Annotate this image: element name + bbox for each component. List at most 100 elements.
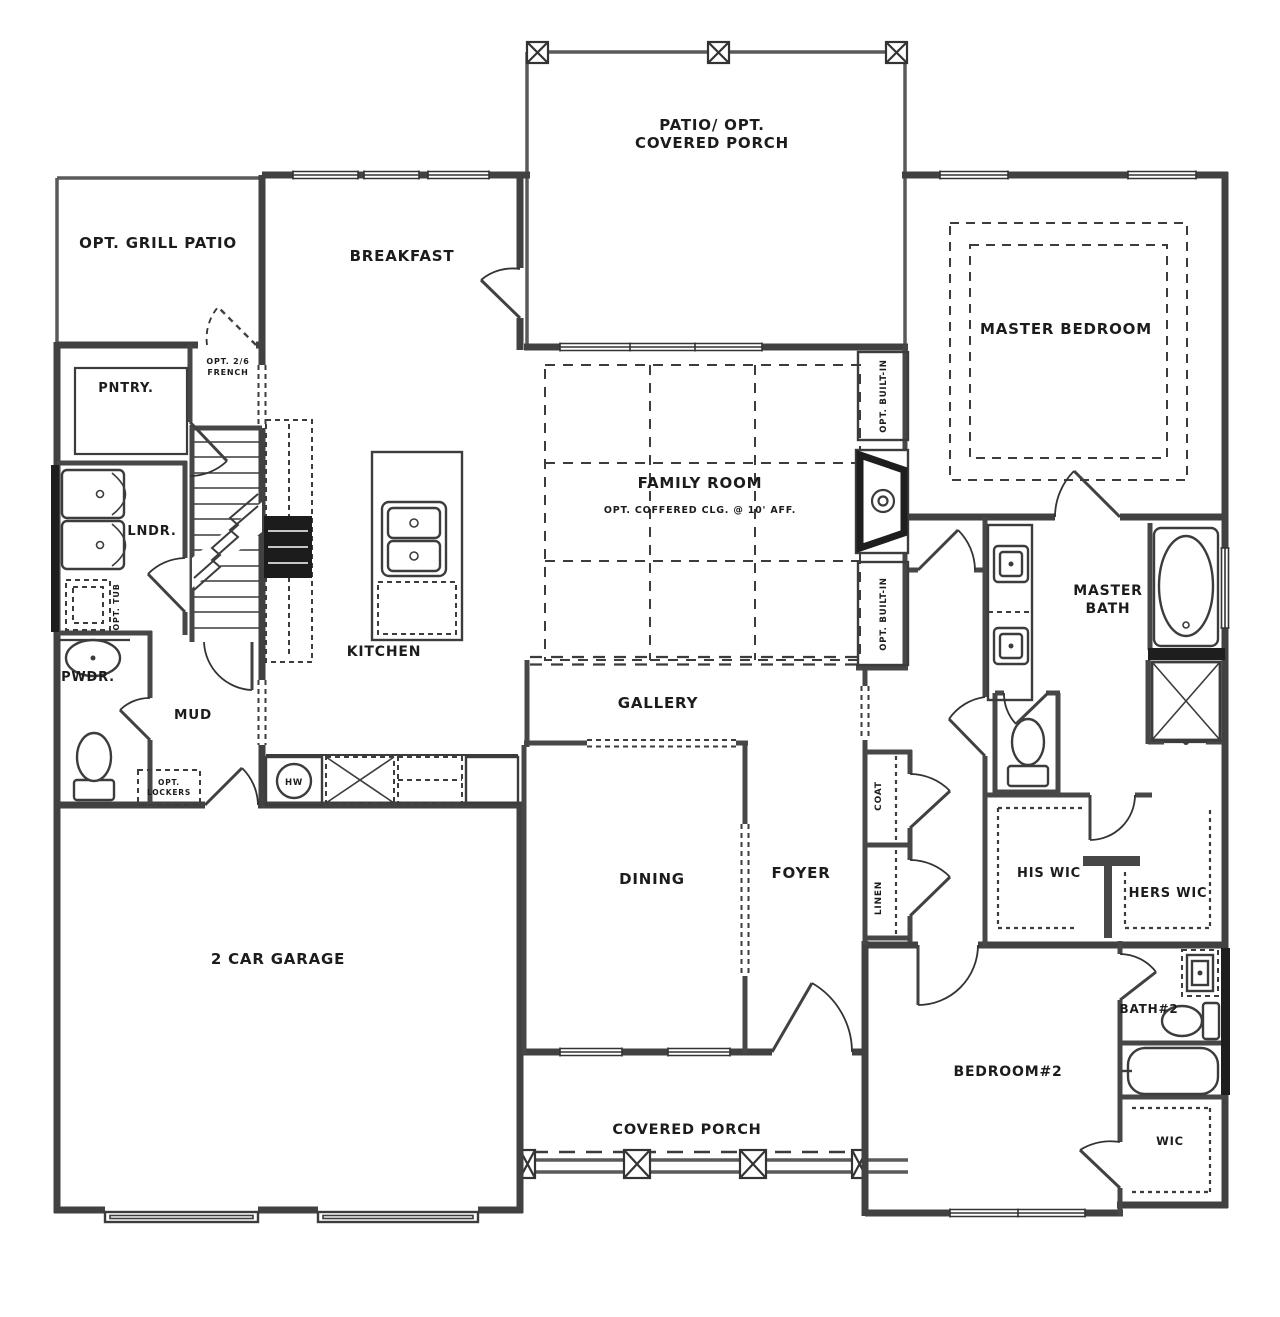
- label-master-bedroom: MASTER BEDROOM: [980, 320, 1152, 338]
- fireplace-wall: [854, 350, 910, 667]
- label-coat: COAT: [874, 781, 884, 811]
- label-bedroom2: BEDROOM#2: [953, 1064, 1062, 1080]
- window: [1220, 547, 1230, 629]
- family-hall-door: [916, 528, 976, 572]
- bath2-hatch-wall: [1221, 948, 1230, 1095]
- pantry-door: [188, 420, 229, 477]
- front-door: [770, 982, 853, 1053]
- optional-appliance-space: [325, 756, 395, 804]
- window: [427, 170, 490, 180]
- labels: PATIO/ OPT. COVERED PORCH OPT. GRILL PAT…: [61, 116, 1207, 1148]
- optional-lockers-box: [137, 769, 201, 806]
- wic-shelves: [1132, 1106, 1212, 1194]
- mud-fixtures: [137, 769, 201, 806]
- label-gallery: GALLERY: [618, 694, 699, 712]
- garage-doors: [103, 1210, 480, 1224]
- label-opt-lockers-line2: LOCKERS: [147, 788, 191, 797]
- stair-door: [203, 641, 254, 691]
- label-patio-line1: PATIO/ OPT.: [659, 116, 765, 134]
- kitchen-island: [370, 450, 464, 642]
- window: [292, 170, 359, 180]
- label-opt-lockers-line1: OPT.: [158, 778, 180, 787]
- master-tub: [1152, 526, 1220, 648]
- his-wic-door: [1088, 794, 1136, 841]
- powder-fixtures: [58, 638, 130, 802]
- water-heater: [275, 762, 313, 800]
- pantry-shelf: [73, 366, 189, 456]
- coffered-ceiling-grid: [544, 364, 861, 661]
- optional-french-door: [205, 306, 257, 346]
- master-toilet: [1006, 717, 1050, 788]
- kitchen-back-counter: [264, 754, 520, 807]
- window: [559, 1047, 623, 1057]
- linen-door: [908, 859, 952, 918]
- ceiling-dashes: [530, 222, 1188, 666]
- breakfast-patio-door: [479, 267, 522, 320]
- kitchen-fixtures: [264, 419, 520, 807]
- window: [1127, 170, 1197, 180]
- label-water-heater: HW: [285, 778, 303, 788]
- his-wic-shelves: [996, 806, 1085, 930]
- label-garage: 2 CAR GARAGE: [211, 950, 345, 968]
- powder-door: [118, 697, 152, 742]
- porch-posts: [518, 40, 909, 1180]
- stairs: [192, 441, 262, 629]
- tray-ceiling: [949, 222, 1188, 481]
- label-opt-french-line1: OPT. 2/6: [206, 357, 249, 366]
- window: [667, 1047, 731, 1057]
- mud-garage-door: [203, 766, 259, 807]
- window: [949, 1208, 1086, 1218]
- label-mud: MUD: [174, 707, 212, 723]
- label-hers-wic: HERS WIC: [1129, 886, 1208, 901]
- hers-wic-shelves: [1123, 810, 1212, 930]
- optional-builtin-bottom-box: [856, 560, 910, 667]
- master-bath-fixtures: [986, 523, 1222, 788]
- garage-door-panel: [103, 1210, 260, 1224]
- wic-partition-bar: [1083, 856, 1140, 866]
- toilet-room-door: [1003, 691, 1050, 726]
- wall-hatch: [51, 465, 1230, 1095]
- window: [363, 170, 420, 180]
- tub-shower-divider: [1148, 648, 1225, 660]
- label-grill-patio: OPT. GRILL PATIO: [79, 234, 237, 252]
- garage-door-panel-inner: [322, 1214, 474, 1220]
- bath2-toilet: [1160, 1001, 1221, 1041]
- bath2-sink: [1181, 949, 1219, 997]
- dryer: [60, 519, 127, 571]
- label-wic: WIC: [1156, 1134, 1184, 1148]
- label-powder: PWDR.: [61, 670, 115, 685]
- label-opt-french-line2: FRENCH: [207, 368, 248, 377]
- island-sink: [380, 500, 448, 578]
- wic-partition-stem: [1104, 866, 1112, 938]
- label-his-wic: HIS WIC: [1017, 866, 1081, 881]
- label-opt-builtin-bottom: OPT. BUILT-IN: [879, 577, 889, 650]
- laundry-door: [146, 557, 187, 614]
- label-opt-builtin-top: OPT. BUILT-IN: [879, 359, 889, 432]
- optional-counter: [397, 756, 463, 804]
- closet-shelving: [894, 756, 1212, 1194]
- bath2-fixtures: [1122, 949, 1221, 1096]
- master-bath-door: [947, 696, 987, 758]
- label-linen: LINEN: [874, 881, 884, 915]
- range: [264, 516, 312, 578]
- laundry-fixtures: [60, 468, 127, 631]
- laundry-hatch-wall: [51, 465, 59, 632]
- powder-toilet: [72, 731, 116, 802]
- garage-door-panel-inner: [109, 1214, 254, 1220]
- label-family-room-note: OPT. COFFERED CLG. @ 10' AFF.: [604, 505, 796, 516]
- stair-break-lines: [193, 493, 259, 591]
- cased-openings: [257, 365, 870, 976]
- label-breakfast: BREAKFAST: [350, 247, 455, 265]
- optional-tub: [65, 579, 111, 631]
- label-dining: DINING: [619, 870, 685, 888]
- patio-outline: [55, 50, 908, 1174]
- label-master-bath-line2: BATH: [1086, 601, 1131, 617]
- optional-builtin-top-box: [856, 350, 910, 442]
- window: [939, 170, 1009, 180]
- fireplace: [854, 448, 910, 555]
- window: [559, 342, 763, 352]
- label-master-bath-line1: MASTER: [1073, 583, 1143, 599]
- label-bath2: BATH#2: [1120, 1002, 1179, 1016]
- master-vanity: [986, 523, 1034, 702]
